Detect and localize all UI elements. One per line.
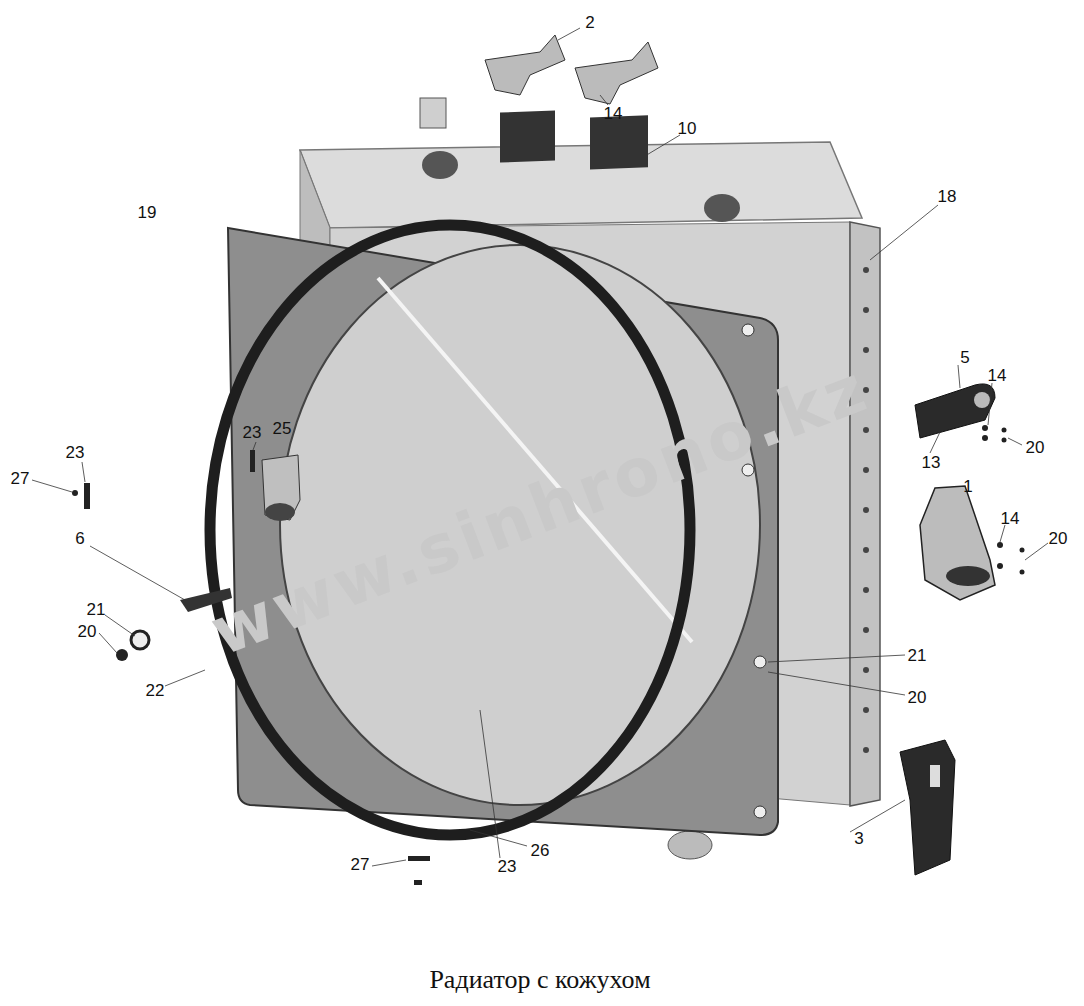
caption: Радиатор с кожухом [429, 965, 650, 995]
callout-number: 27 [9, 469, 32, 488]
callout-number: 18 [936, 187, 959, 206]
callout-number: 23 [241, 423, 264, 442]
callout-number: 5 [958, 348, 971, 367]
callout-number: 19 [136, 203, 159, 222]
callout-number: 1 [961, 477, 974, 496]
callout-number: 6 [73, 529, 86, 548]
callout-number: 14 [602, 104, 625, 123]
callout-number: 3 [852, 829, 865, 848]
callout-number: 20 [1047, 529, 1070, 548]
callout-number: 26 [529, 841, 552, 860]
callout-number: 2 [583, 13, 596, 32]
callout-number: 20 [76, 622, 99, 641]
callout-number: 10 [676, 119, 699, 138]
callout-number: 21 [906, 646, 929, 665]
callout-number: 23 [496, 857, 519, 876]
callout-number: 22 [144, 681, 167, 700]
callout-number: 13 [920, 453, 943, 472]
callout-number: 21 [85, 600, 108, 619]
callout-number: 23 [64, 443, 87, 462]
callout-number: 14 [986, 366, 1009, 385]
callout-number: 20 [906, 688, 929, 707]
callout-number: 20 [1024, 438, 1047, 457]
callout-number: 14 [999, 509, 1022, 528]
callout-number: 25 [271, 419, 294, 438]
callout-number: 27 [349, 855, 372, 874]
